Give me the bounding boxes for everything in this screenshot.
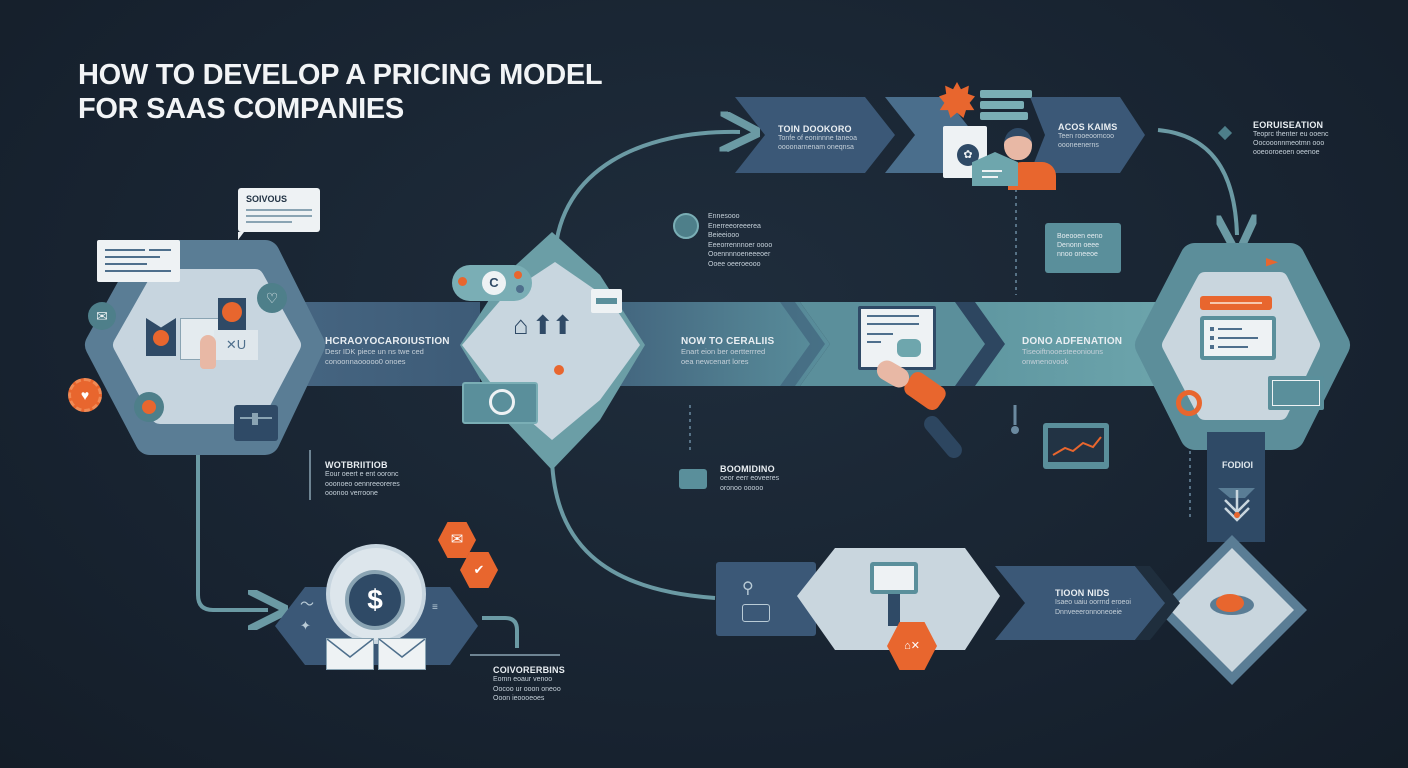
step-1-heading: HCRAOYOCAROIUSTION <box>325 336 450 347</box>
step-bottom-2-label: COIVORERBINS Eomn eoaur venoo Oocoo ur o… <box>493 665 565 704</box>
envelope-icon-2 <box>378 638 426 670</box>
step-top-3-heading: EORUISEATION <box>1253 120 1324 130</box>
step-3-body: Tiseoiftnooesteeoniouns onwnenovook <box>1022 347 1104 366</box>
paper-stack-icon <box>980 90 1032 130</box>
callout-label: SOIVOUS <box>246 194 288 204</box>
step-2-label: NOW TO CERALIIS Enart eion ber oertterrr… <box>681 336 774 367</box>
orange-gear-icon-right <box>1176 390 1202 416</box>
title-line-1: HOW TO DEVELOP A PRICING MODEL <box>78 59 603 91</box>
step-top-1-label: TOIN DOOKORO Tonfe of eoninnne taneoa oo… <box>778 124 857 152</box>
step-bottom-2-heading: COIVORERBINS <box>493 665 565 675</box>
checklist-icon <box>1200 316 1276 360</box>
step-mid-1-body: Eour oeert e ent ooronc ooonoeo oennreeo… <box>325 471 400 497</box>
step-bottom-1-heading: TIOON NIDS <box>1055 588 1110 598</box>
badge-icon: ♡ <box>257 283 287 313</box>
location-pin-icon <box>554 365 564 375</box>
rating-icon: ≡ <box>432 602 438 613</box>
main-band-3 <box>960 302 1190 386</box>
step-top-3-label: EORUISEATION Teoprc thenter eu ooenc Ooc… <box>1253 120 1329 157</box>
tablet-icon <box>858 306 936 370</box>
person-head-icon <box>1004 128 1032 160</box>
chat-icon <box>591 289 622 313</box>
note-card-icon <box>1268 376 1324 410</box>
alert-banner-icon <box>1200 296 1272 310</box>
cloud-network-icon: C <box>452 265 532 301</box>
connector-right-curve <box>1157 128 1237 235</box>
step-1-label: HCRAOYOCAROIUSTION Desr IDK piece un ns … <box>325 336 450 367</box>
step-top-2-heading: ACOS KAIMS <box>1058 122 1118 132</box>
step-top-2-body: Teen rooeoomcoo oooneenerns <box>1058 133 1115 149</box>
side-tag: FODIOI <box>1222 460 1253 470</box>
step-mid-2-body: oeor eerr eoveeres oronoo ooooo <box>720 475 780 492</box>
xui-card-icon: ✕U <box>214 330 258 360</box>
step-mid-1-label: WOTBRIITIOB Eour oeert e ent ooronc ooon… <box>325 460 400 499</box>
connector-left-elbow <box>196 450 268 610</box>
trend-line-icon <box>1048 428 1104 462</box>
handshake-icon: ✦ <box>300 618 311 633</box>
speech-box-text: Boeooen eeno Denonn oeee nnoo oneeoe <box>1057 233 1103 258</box>
bottom-band-left <box>716 562 816 636</box>
note-upper: Ennesooo Enerreeoreeerea Beieeiooo Eeeor… <box>708 213 773 268</box>
briefcase-icon <box>234 405 278 441</box>
title-line-2: FOR SAAS COMPANIES <box>78 93 404 125</box>
step-2-body: Enart eion ber oertterrred oea newcenart… <box>681 347 766 366</box>
step-top-2-label: ACOS KAIMS Teen rooeoomcoo oooneenerns <box>1058 122 1118 150</box>
step-mid-2-heading: BOOMIDINO <box>720 464 775 474</box>
step-3-heading: DONO ADFENATION <box>1022 336 1123 347</box>
dollar-badge: $ <box>345 570 405 630</box>
step-1-body: Desr IDK piece un ns twe ced conoonnaooo… <box>325 347 424 366</box>
bottom-arrow <box>995 566 1165 640</box>
callout-bubble: SOIVOUS <box>238 188 320 240</box>
mail-icon: ✉ <box>88 302 116 330</box>
step-2-heading: NOW TO CERALIIS <box>681 336 775 347</box>
step-top-1-heading: TOIN DOOKORO <box>778 124 852 134</box>
connector-top-curve <box>553 132 740 256</box>
flag-icon <box>1266 258 1278 267</box>
left-note-card <box>97 240 180 282</box>
step-bottom-1-label: TIOON NIDS Isaeo uaiu oorrnd eroeoi Dnnv… <box>1055 588 1131 617</box>
step-top-1-body: Tonfe of eoninnne taneoa oooonarnenam on… <box>778 135 858 151</box>
signpost-pole <box>888 594 900 626</box>
step-bottom-1-body: Isaeo uaiu oorrnd eroeoi Dnnveeeronnoneo… <box>1055 599 1131 616</box>
camera-icon <box>742 604 770 622</box>
step-mid-2-label: BOOMIDINO oeor eerr eoveeres oronoo oooo… <box>720 464 779 493</box>
top-arrow-1 <box>735 97 895 173</box>
connector-circle-icon <box>673 213 699 239</box>
connector-bottom-elbow <box>482 616 519 648</box>
step-bottom-2-body: Eomn eoaur venoo Oocoo ur ooon oneoo Ooo… <box>493 676 561 702</box>
lion-badge-icon <box>218 298 246 330</box>
step-3-label: DONO ADFENATION Tiseoiftnooesteeoniouns … <box>1022 336 1122 367</box>
chart-monitor-icon <box>1043 423 1109 469</box>
orange-gear-icon: ♥ <box>68 378 102 412</box>
key-icon: ⚲ <box>742 580 754 597</box>
envelope-icon-1 <box>326 638 374 670</box>
connector-bottom-curve <box>550 459 716 600</box>
top-arrow-2 <box>1030 97 1145 173</box>
gear-icon <box>134 392 164 422</box>
pointing-hand-icon <box>200 335 216 369</box>
speech-box: Boeooen eeno Denonn oeee nnoo oneeoe <box>1045 223 1121 273</box>
right-vertical-band <box>1207 432 1265 542</box>
step-top-3-body: Teoprc thenter eu ooenc Oocooonnmeotmn o… <box>1253 131 1329 156</box>
step-mid-1-heading: WOTBRIITIOB <box>325 460 388 470</box>
trend-small-icon: 〜 <box>300 596 314 612</box>
bandage-icon <box>679 469 707 489</box>
growth-arrows-icon: ⌂ ⬆⬆ <box>513 310 574 340</box>
page-title: HOW TO DEVELOP A PRICING MODEL FOR SAAS … <box>78 58 603 126</box>
blocked-screen-icon <box>462 382 538 424</box>
orange-chart-hex-icon: ✔ <box>460 552 498 588</box>
signpost-icon <box>870 562 918 594</box>
